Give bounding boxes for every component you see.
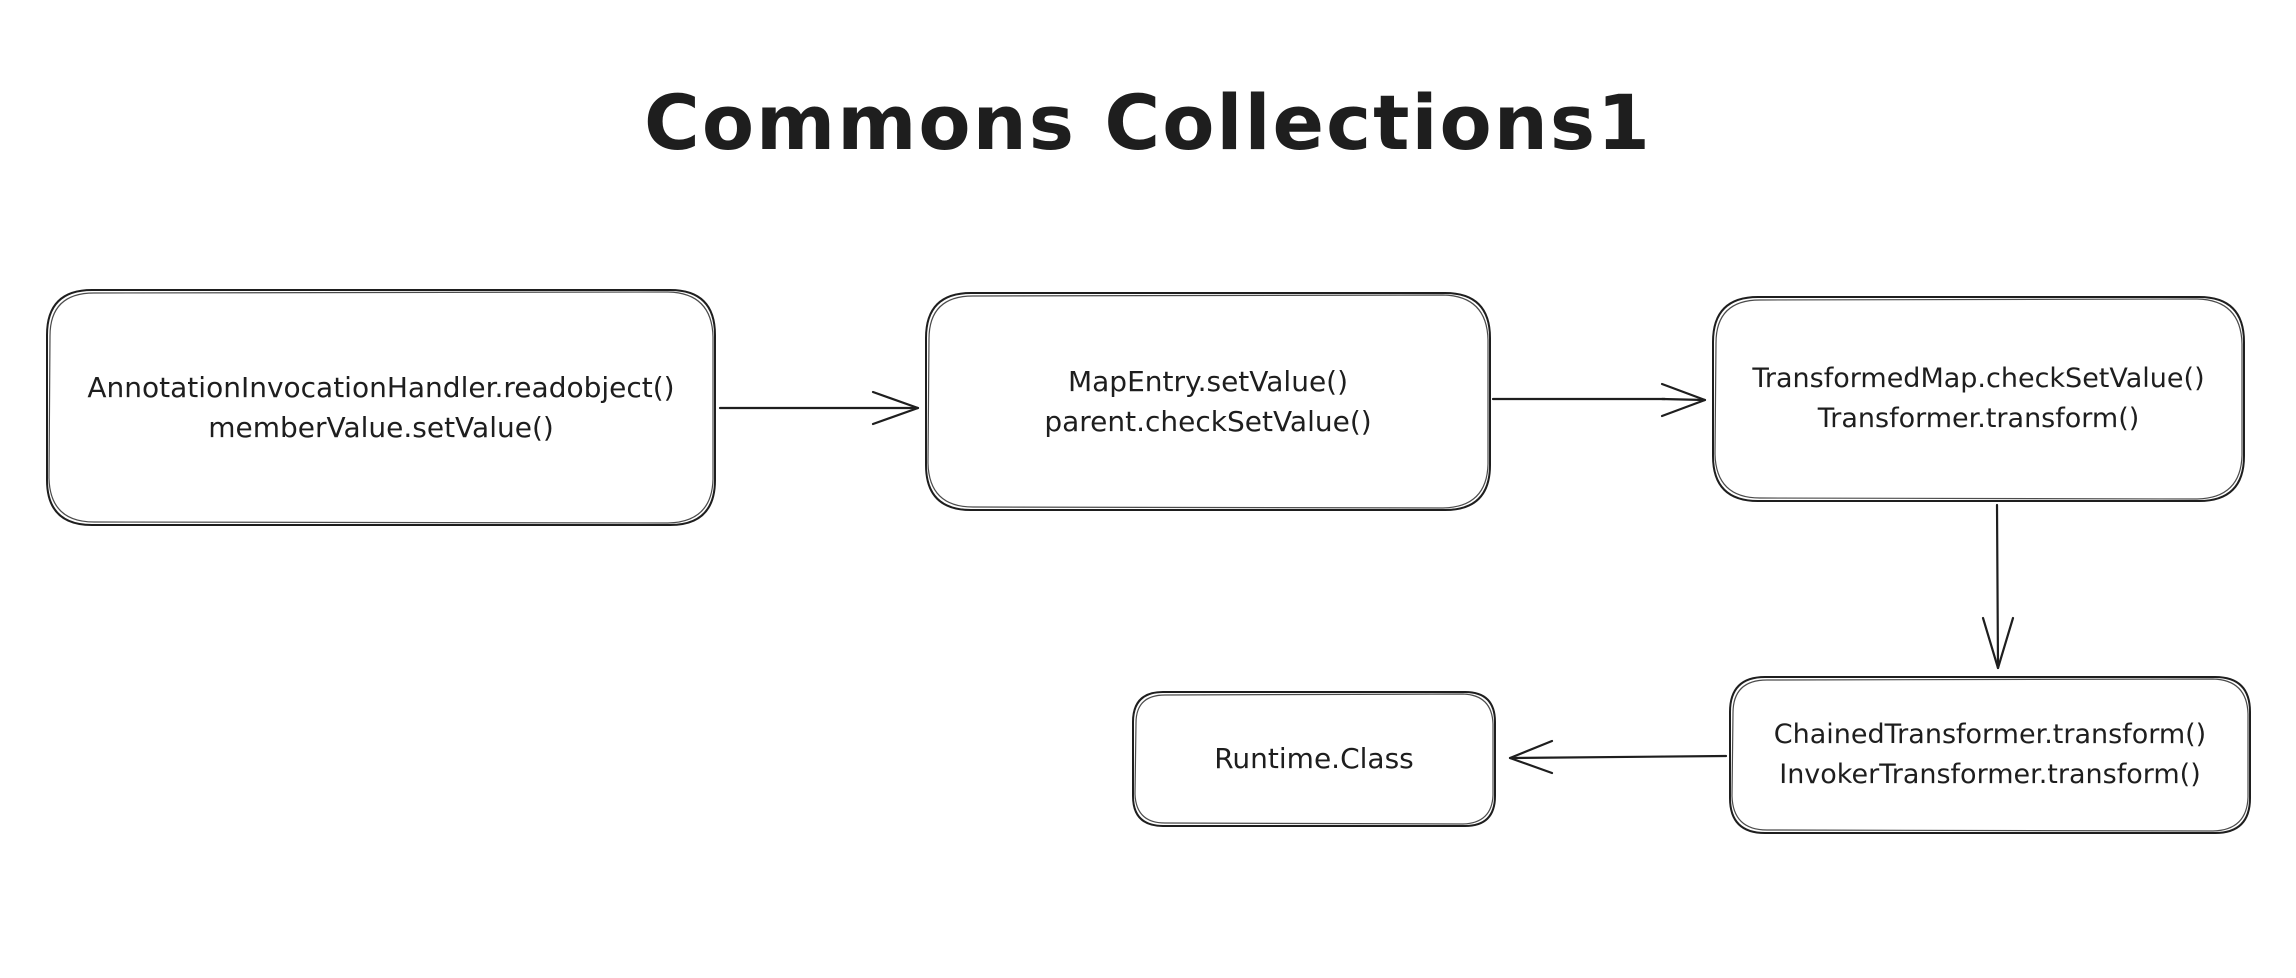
transformed-map-line1: TransformedMap.checkSetValue() — [1752, 363, 2205, 394]
chained-transformer-line1: ChainedTransformer.transform() — [1773, 719, 2207, 750]
annotation-handler-node: AnnotationInvocationHandler.readobject()… — [47, 290, 715, 525]
transformed-map-box — [1712, 296, 2245, 502]
annotation-handler-box — [46, 289, 716, 526]
chained-transformer-line2: InvokerTransformer.transform() — [1779, 759, 2201, 790]
arrow-handler-to-mapentry — [718, 390, 920, 426]
arrow-mapentry-to-transformedmap — [1491, 382, 1707, 418]
map-entry-line1: MapEntry.setValue() — [1067, 364, 1349, 398]
map-entry-line2: parent.checkSetValue() — [1044, 404, 1372, 438]
annotation-handler-line2: memberValue.setValue() — [208, 410, 554, 444]
chained-transformer-box — [1729, 676, 2251, 834]
annotation-handler-line1: AnnotationInvocationHandler.readobject() — [87, 370, 675, 404]
runtime-line1: Runtime.Class — [1214, 742, 1414, 775]
arrow-transformedmap-to-chained — [1981, 503, 2015, 670]
chained-transformer-node: ChainedTransformer.transform() InvokerTr… — [1730, 677, 2250, 833]
runtime-node: Runtime.Class — [1133, 692, 1495, 826]
transformed-map-node: TransformedMap.checkSetValue() Transform… — [1713, 297, 2244, 501]
diagram-title: Commons Collections1 — [644, 78, 1652, 167]
runtime-box — [1132, 691, 1496, 827]
arrow-chained-to-runtime — [1508, 739, 1728, 775]
map-entry-box — [925, 292, 1491, 511]
map-entry-node: MapEntry.setValue() parent.checkSetValue… — [926, 293, 1490, 510]
transformed-map-line2: Transformer.transform() — [1817, 403, 2140, 434]
